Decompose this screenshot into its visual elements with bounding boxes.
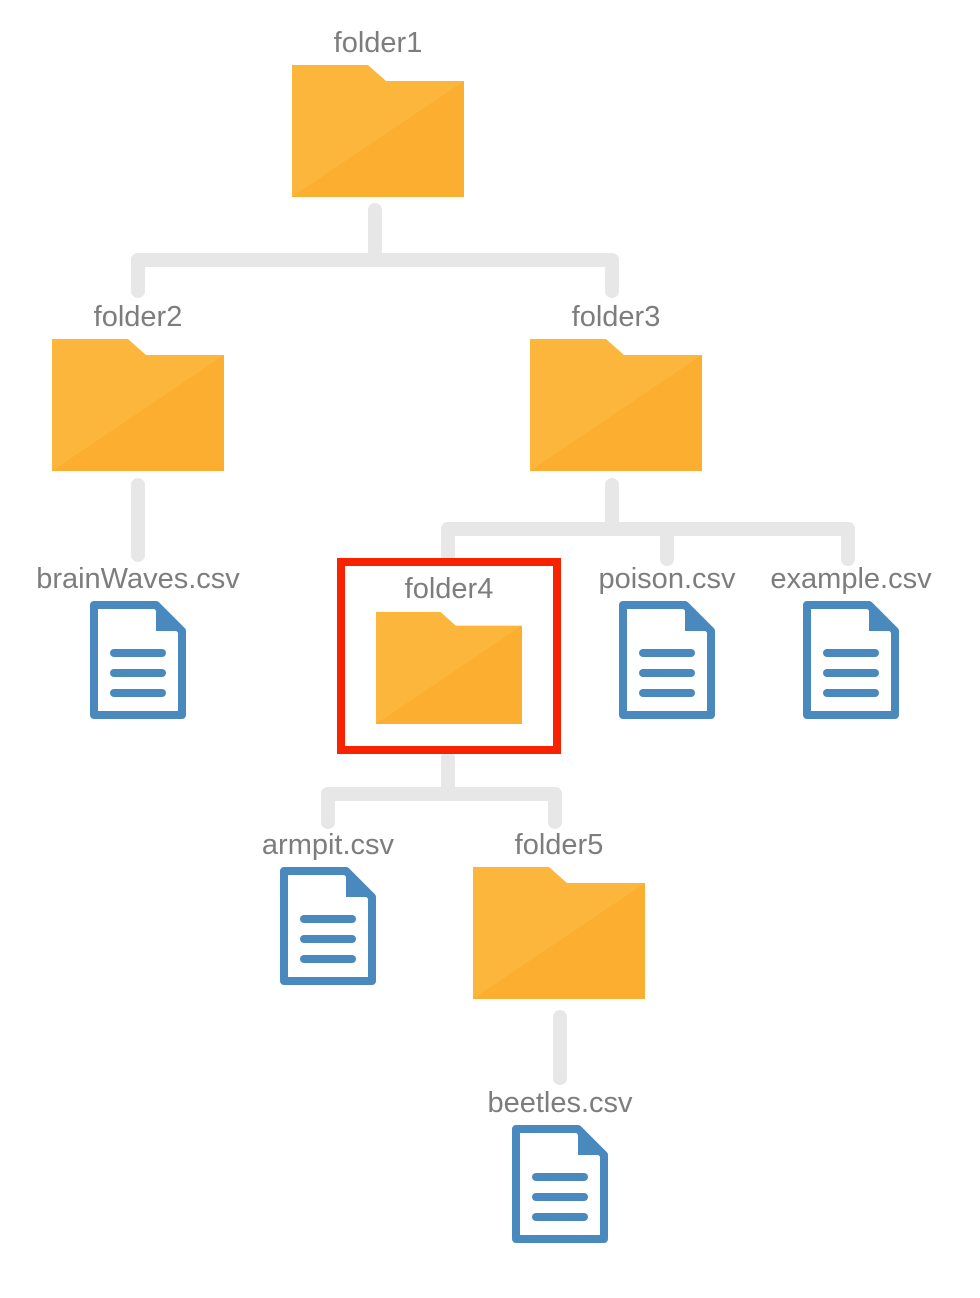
connector-folder1-stem bbox=[368, 203, 382, 261]
connector-folder1-to-folder2 bbox=[131, 253, 145, 298]
connector-folder4-bus bbox=[321, 787, 562, 801]
node-poison-csv[interactable]: poison.csv bbox=[577, 562, 757, 719]
file-csv-icon bbox=[280, 867, 376, 985]
folder-icon bbox=[530, 339, 702, 471]
node-label-folder3: folder3 bbox=[571, 301, 661, 333]
node-label-beetles-csv: beetles.csv bbox=[487, 1087, 633, 1119]
file-csv-icon bbox=[512, 1125, 608, 1243]
file-csv-icon bbox=[90, 601, 186, 719]
connector-folder1-to-folder3 bbox=[605, 253, 619, 298]
connector-folder3-to-example bbox=[841, 522, 855, 566]
connector-folder5-to-beetles bbox=[553, 1010, 567, 1085]
node-example-csv[interactable]: example.csv bbox=[758, 562, 944, 719]
folder-icon bbox=[473, 867, 645, 999]
node-label-folder1: folder1 bbox=[333, 27, 423, 59]
node-folder5[interactable]: folder5 bbox=[469, 828, 649, 999]
node-beetles-csv[interactable]: beetles.csv bbox=[470, 1086, 650, 1243]
connector-folder3-to-poison bbox=[660, 522, 674, 566]
folder-icon bbox=[52, 339, 224, 471]
node-label-folder2: folder2 bbox=[93, 301, 183, 333]
node-label-brainwaves-csv: brainWaves.csv bbox=[36, 563, 240, 595]
node-folder3[interactable]: folder3 bbox=[526, 300, 706, 471]
node-label-poison-csv: poison.csv bbox=[598, 563, 736, 595]
connector-folder3-stem bbox=[605, 478, 619, 536]
node-label-folder4: folder4 bbox=[404, 573, 494, 605]
connector-folder4-to-armpit bbox=[321, 787, 335, 829]
node-label-folder5: folder5 bbox=[514, 829, 604, 861]
connector-folder4-to-folder5 bbox=[548, 787, 562, 829]
connector-folder1-bus bbox=[131, 253, 619, 267]
node-folder1[interactable]: folder1 bbox=[288, 26, 468, 197]
node-label-example-csv: example.csv bbox=[770, 563, 932, 595]
node-folder4-highlighted[interactable]: folder4 bbox=[337, 558, 561, 754]
connector-folder3-to-folder4 bbox=[441, 522, 455, 566]
file-csv-icon bbox=[803, 601, 899, 719]
node-armpit-csv[interactable]: armpit.csv bbox=[238, 828, 418, 985]
connector-folder3-bus bbox=[441, 522, 855, 536]
node-label-armpit-csv: armpit.csv bbox=[261, 829, 395, 861]
folder-icon bbox=[376, 612, 522, 724]
folder-icon bbox=[292, 65, 464, 197]
connector-folder2-to-brainwaves bbox=[131, 478, 145, 562]
node-folder2[interactable]: folder2 bbox=[48, 300, 228, 471]
file-csv-icon bbox=[619, 601, 715, 719]
node-brainwaves-csv[interactable]: brainWaves.csv bbox=[18, 562, 258, 719]
